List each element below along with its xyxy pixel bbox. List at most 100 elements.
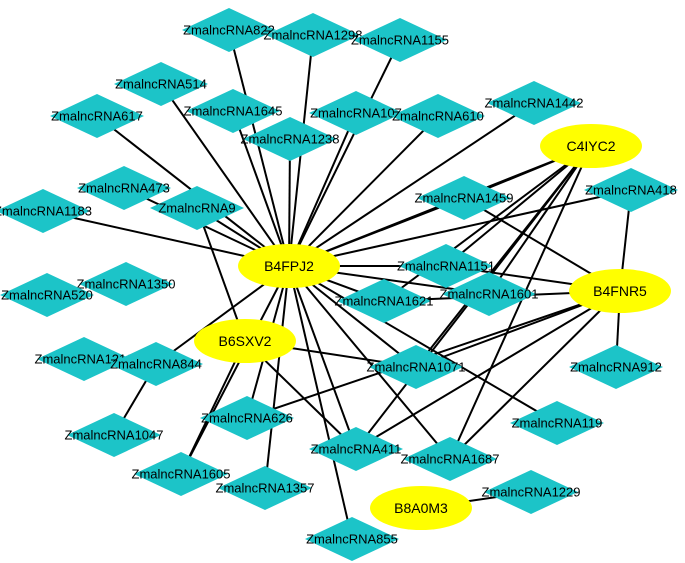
node-layer: ZmalncRNA822ZmalncRNA1298ZmalncRNA1155Zm… bbox=[0, 8, 678, 561]
lncrna-diamond bbox=[114, 62, 208, 106]
node-b8a0m3[interactable]: B8A0M3 bbox=[370, 486, 472, 530]
node-zmalncrna1357[interactable]: ZmalncRNA1357 bbox=[216, 466, 315, 510]
node-label: ZmalncRNA912 bbox=[570, 360, 662, 375]
node-zmalncrna520[interactable]: ZmalncRNA520 bbox=[0, 273, 94, 317]
node-label: B8A0M3 bbox=[394, 500, 448, 516]
edge-b4fpj2-zmalncrna610 bbox=[288, 115, 439, 267]
lncrna-diamond bbox=[0, 273, 94, 317]
edge-b6sxv2-zmalncrna1605 bbox=[180, 340, 246, 475]
node-label: ZmalncRNA1687 bbox=[401, 452, 500, 467]
node-zmalncrna1687[interactable]: ZmalncRNA1687 bbox=[401, 437, 500, 481]
node-zmalncrna1155[interactable]: ZmalncRNA1155 bbox=[351, 18, 449, 62]
node-zmalncrna9[interactable]: ZmalncRNA9 bbox=[150, 186, 244, 230]
node-zmalncrna844[interactable]: ZmalncRNA844 bbox=[109, 342, 203, 386]
node-zmalncrna1350[interactable]: ZmalncRNA1350 bbox=[77, 262, 176, 306]
edge-b4fpj2-zmalncrna1605 bbox=[180, 265, 290, 475]
node-zmalncrna119[interactable]: ZmalncRNA119 bbox=[510, 401, 604, 445]
node-b4fpj2[interactable]: B4FPJ2 bbox=[238, 244, 340, 288]
node-label: ZmalncRNA1298 bbox=[264, 28, 363, 43]
edge-b4fpj2-zmalncrna514 bbox=[160, 83, 290, 267]
node-label: ZmalncRNA626 bbox=[201, 411, 293, 426]
node-label: B4FNR5 bbox=[593, 283, 647, 299]
protein-ellipse bbox=[569, 269, 671, 313]
edge-b4fpj2-zmalncrna822 bbox=[228, 29, 290, 267]
edge-b4fpj2-zmalncrna855 bbox=[288, 265, 353, 540]
node-b4fnr5[interactable]: B4FNR5 bbox=[569, 269, 671, 313]
node-label: ZmalncRNA1645 bbox=[184, 104, 283, 119]
lncrna-diamond bbox=[442, 272, 536, 316]
node-zmalncrna1459[interactable]: ZmalncRNA1459 bbox=[415, 176, 514, 220]
node-zmalncrna1298[interactable]: ZmalncRNA1298 bbox=[264, 13, 363, 57]
node-zmalncrna626[interactable]: ZmalncRNA626 bbox=[200, 396, 294, 440]
edge-c4iyc2-zmalncrna1621 bbox=[383, 145, 592, 302]
node-zmalncrna411[interactable]: ZmalncRNA411 bbox=[309, 427, 403, 471]
node-zmalncrna1605[interactable]: ZmalncRNA1605 bbox=[132, 452, 231, 496]
lncrna-diamond bbox=[309, 91, 403, 135]
lncrna-diamond bbox=[109, 342, 203, 386]
protein-ellipse bbox=[194, 319, 296, 363]
lncrna-diamond bbox=[37, 337, 131, 381]
edge-b4fpj2-zmalncrna107 bbox=[288, 112, 357, 267]
lncrna-diamond bbox=[0, 189, 90, 233]
lncrna-diamond bbox=[399, 244, 493, 288]
node-label: ZmalncRNA1047 bbox=[65, 428, 164, 443]
lncrna-diamond bbox=[487, 81, 581, 125]
node-label: ZmalncRNA1183 bbox=[0, 204, 92, 219]
lncrna-diamond bbox=[403, 437, 497, 481]
edge-layer bbox=[42, 29, 632, 540]
edge-c4iyc2-zmalncrna1687 bbox=[449, 145, 592, 460]
node-zmalncrna473[interactable]: ZmalncRNA473 bbox=[77, 166, 171, 210]
node-zmalncrna1601[interactable]: ZmalncRNA1601 bbox=[440, 272, 539, 316]
node-b6sxv2[interactable]: B6SXV2 bbox=[194, 319, 296, 363]
node-zmalncrna418[interactable]: ZmalncRNA418 bbox=[584, 168, 678, 212]
node-zmalncrna1216[interactable]: ZmalncRNA1216 bbox=[35, 337, 134, 381]
lncrna-diamond bbox=[266, 13, 360, 57]
node-zmalncrna1183[interactable]: ZmalncRNA1183 bbox=[0, 189, 92, 233]
node-label: B4FPJ2 bbox=[264, 258, 314, 274]
node-zmalncrna1151[interactable]: ZmalncRNA1151 bbox=[397, 244, 495, 288]
node-zmalncrna1645[interactable]: ZmalncRNA1645 bbox=[184, 89, 283, 133]
node-label: B6SXV2 bbox=[219, 333, 272, 349]
node-label: ZmalncRNA411 bbox=[311, 442, 402, 457]
node-zmalncrna1238[interactable]: ZmalncRNA1238 bbox=[241, 117, 340, 161]
protein-ellipse bbox=[370, 486, 472, 530]
node-zmalncrna822[interactable]: ZmalncRNA822 bbox=[182, 8, 276, 52]
edge-b4fpj2-zmalncrna1155 bbox=[288, 39, 401, 267]
lncrna-diamond bbox=[218, 466, 312, 510]
lncrna-diamond bbox=[77, 166, 171, 210]
node-label: ZmalncRNA119 bbox=[512, 416, 603, 431]
lncrna-diamond bbox=[200, 396, 294, 440]
lncrna-diamond bbox=[569, 345, 663, 389]
node-zmalncrna610[interactable]: ZmalncRNA610 bbox=[391, 94, 485, 138]
node-zmalncrna514[interactable]: ZmalncRNA514 bbox=[114, 62, 208, 106]
lncrna-diamond bbox=[186, 89, 280, 133]
node-zmalncrna107[interactable]: ZmalncRNA107 bbox=[309, 91, 403, 135]
node-zmalncrna1047[interactable]: ZmalncRNA1047 bbox=[65, 413, 164, 457]
lncrna-diamond bbox=[150, 186, 244, 230]
lncrna-diamond bbox=[391, 94, 485, 138]
node-label: ZmalncRNA844 bbox=[110, 357, 202, 372]
node-zmalncrna1442[interactable]: ZmalncRNA1442 bbox=[485, 81, 584, 125]
node-label: ZmalncRNA418 bbox=[585, 183, 677, 198]
node-label: ZmalncRNA1229 bbox=[482, 485, 581, 500]
lncrna-diamond bbox=[50, 94, 144, 138]
edge-b4fpj2-zmalncrna1357 bbox=[264, 265, 290, 489]
lncrna-diamond bbox=[243, 117, 337, 161]
node-zmalncrna1621[interactable]: ZmalncRNA1621 bbox=[335, 279, 434, 323]
node-zmalncrna912[interactable]: ZmalncRNA912 bbox=[569, 345, 663, 389]
node-zmalncrna617[interactable]: ZmalncRNA617 bbox=[50, 94, 144, 138]
edge-b4fpj2-zmalncrna1645 bbox=[232, 110, 290, 267]
node-label: ZmalncRNA1155 bbox=[351, 33, 449, 48]
node-label: ZmalncRNA1601 bbox=[440, 287, 539, 302]
node-label: C4IYC2 bbox=[566, 138, 615, 154]
node-label: ZmalncRNA1621 bbox=[335, 294, 434, 309]
node-zmalncrna1229[interactable]: ZmalncRNA1229 bbox=[482, 470, 581, 514]
node-label: ZmalncRNA1442 bbox=[485, 96, 584, 111]
edge-b4fpj2-zmalncrna1442 bbox=[288, 102, 535, 267]
node-label: ZmalncRNA617 bbox=[51, 109, 143, 124]
node-label: ZmalncRNA855 bbox=[306, 532, 398, 547]
node-zmalncrna855[interactable]: ZmalncRNA855 bbox=[305, 517, 399, 561]
node-zmalncrna1071[interactable]: ZmalncRNA1071 bbox=[367, 345, 466, 389]
node-c4iyc2[interactable]: C4IYC2 bbox=[540, 124, 642, 168]
